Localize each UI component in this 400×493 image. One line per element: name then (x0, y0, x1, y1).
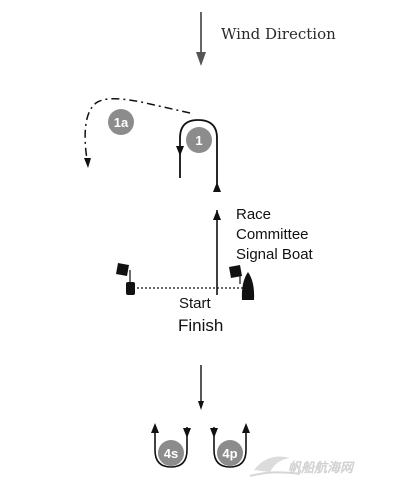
boat-icon (241, 272, 255, 300)
start-label: Start (179, 295, 212, 312)
course-path-1a (84, 98, 191, 161)
committee-boat (229, 265, 255, 300)
mark-4p: 4p (217, 440, 243, 466)
watermark-text: 帆船航海网 (288, 460, 355, 475)
course-path-1a-arrowhead (84, 158, 91, 168)
finish-label: Finish (178, 316, 223, 335)
mark-4s-label: 4s (164, 446, 178, 461)
watermark: 帆船航海网 (249, 456, 355, 477)
mark-4p-label: 4p (222, 446, 237, 461)
course-path-4p-arrowhead-left (210, 428, 218, 438)
mark-1-label: 1 (195, 133, 202, 148)
downwind-arrowhead (198, 401, 204, 410)
mark-1a-label: 1a (114, 115, 129, 130)
course-path-mark-4p (213, 425, 247, 468)
mark-1a: 1a (108, 109, 134, 135)
mark-4s: 4s (158, 440, 184, 466)
course-path-4p-arrowhead-right (242, 423, 250, 433)
pin-flag-icon (116, 263, 129, 276)
course-path-4s-arrowhead-left (151, 423, 159, 433)
pin-end-buoy (116, 263, 135, 295)
upwind-arrowhead-lower (213, 210, 221, 220)
committee-label-line-1: Race (236, 206, 271, 223)
upwind-arrowhead-upper (213, 182, 221, 192)
committee-label-line-2: Committee (236, 226, 309, 243)
course-path-mark-1 (179, 119, 218, 185)
course-path-4s-arrowhead-right (183, 428, 191, 438)
committee-label-line-3: Signal Boat (236, 246, 314, 263)
sail-logo-icon (254, 456, 290, 472)
wind-direction-label: Wind Direction (221, 25, 336, 43)
committee-boat-label: Race Committee Signal Boat (236, 206, 314, 263)
mark-1: 1 (186, 127, 212, 153)
course-path-mark-4s (154, 425, 188, 468)
committee-flag-icon (229, 265, 242, 278)
course-path-mark-1-arrowhead (176, 146, 184, 156)
wind-arrow (196, 12, 206, 66)
buoy-icon (126, 282, 135, 295)
